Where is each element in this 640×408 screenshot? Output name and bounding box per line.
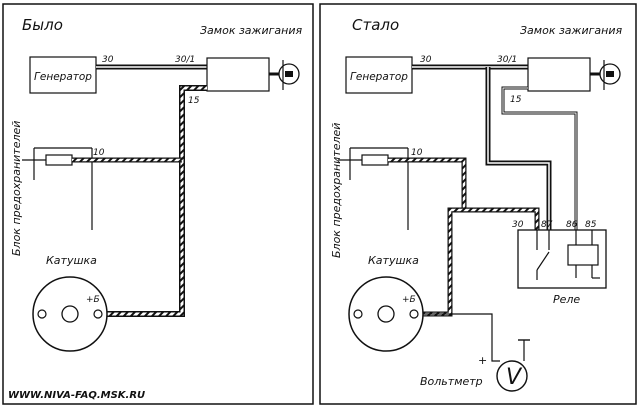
- footer-url: WWW.NIVA-FAQ.MSK.RU: [8, 390, 145, 401]
- ignition-lock-after: [527, 57, 621, 92]
- panel-after-title: Стало: [352, 16, 399, 34]
- coil-terminal-label: +Б: [86, 295, 100, 305]
- wire-relay-coil: [416, 207, 464, 317]
- wire-15-label-after: 15: [510, 95, 522, 105]
- coil-label-after: Катушка: [368, 254, 419, 267]
- panel-before: Было Генератор 30 30/1 Замок зажигания 1…: [2, 3, 314, 405]
- relay-label: Реле: [553, 293, 580, 306]
- voltmeter-symbol: V: [506, 365, 523, 390]
- relay-pin-86: 86: [566, 220, 578, 230]
- panel-before-frame: [2, 3, 314, 405]
- relay-pin-85: 85: [585, 220, 597, 230]
- ignition-coil: [32, 276, 108, 352]
- relay-pin-30: 30: [512, 220, 524, 230]
- fuse-element: [45, 154, 73, 166]
- ignition-lock-label-after: Замок зажигания: [520, 24, 622, 37]
- wire-30-label: 30: [102, 55, 114, 65]
- wire-15-label: 15: [188, 96, 200, 106]
- generator-label: Генератор: [34, 71, 92, 83]
- panel-after-frame: [319, 3, 637, 405]
- coil-label: Катушка: [46, 254, 97, 267]
- panel-after: Стало Генератор 30 30/1 Замок зажигания: [319, 3, 637, 405]
- wire-15-coil: [100, 85, 207, 317]
- wire-voltmeter: [416, 313, 500, 362]
- wire-30-to-relay: [485, 67, 552, 230]
- fuse-block-label: Блок предохранителей: [10, 121, 23, 256]
- fuse-element-after: [361, 154, 389, 166]
- panel-before-title: Было: [22, 16, 63, 34]
- generator-label-after: Генератор: [350, 71, 408, 83]
- ignition-lock-label: Замок зажигания: [200, 24, 302, 37]
- relay: [517, 229, 607, 289]
- voltmeter-label: Вольтметр: [420, 375, 483, 388]
- coil-terminal-label-after: +Б: [402, 295, 416, 305]
- wire-10-label: 10: [93, 148, 105, 158]
- relay-pin-87: 87: [541, 220, 553, 230]
- wire-15-relay: [501, 86, 578, 230]
- generator-box: [29, 56, 97, 94]
- relay-coil: [567, 244, 599, 266]
- ignition-lock: [206, 57, 300, 92]
- wire-10-label-after: 10: [411, 148, 423, 158]
- voltmeter-plus: +: [478, 354, 487, 367]
- wire-30-label-after: 30: [420, 55, 432, 65]
- wire-30-1-label: 30/1: [175, 55, 195, 65]
- ignition-coil-after: [348, 276, 424, 352]
- generator-box-after: [345, 56, 413, 94]
- wire-30-1-label-after: 30/1: [497, 55, 517, 65]
- voltmeter: [496, 360, 528, 392]
- fuse-block-label-after: Блок предохранителей: [330, 123, 343, 258]
